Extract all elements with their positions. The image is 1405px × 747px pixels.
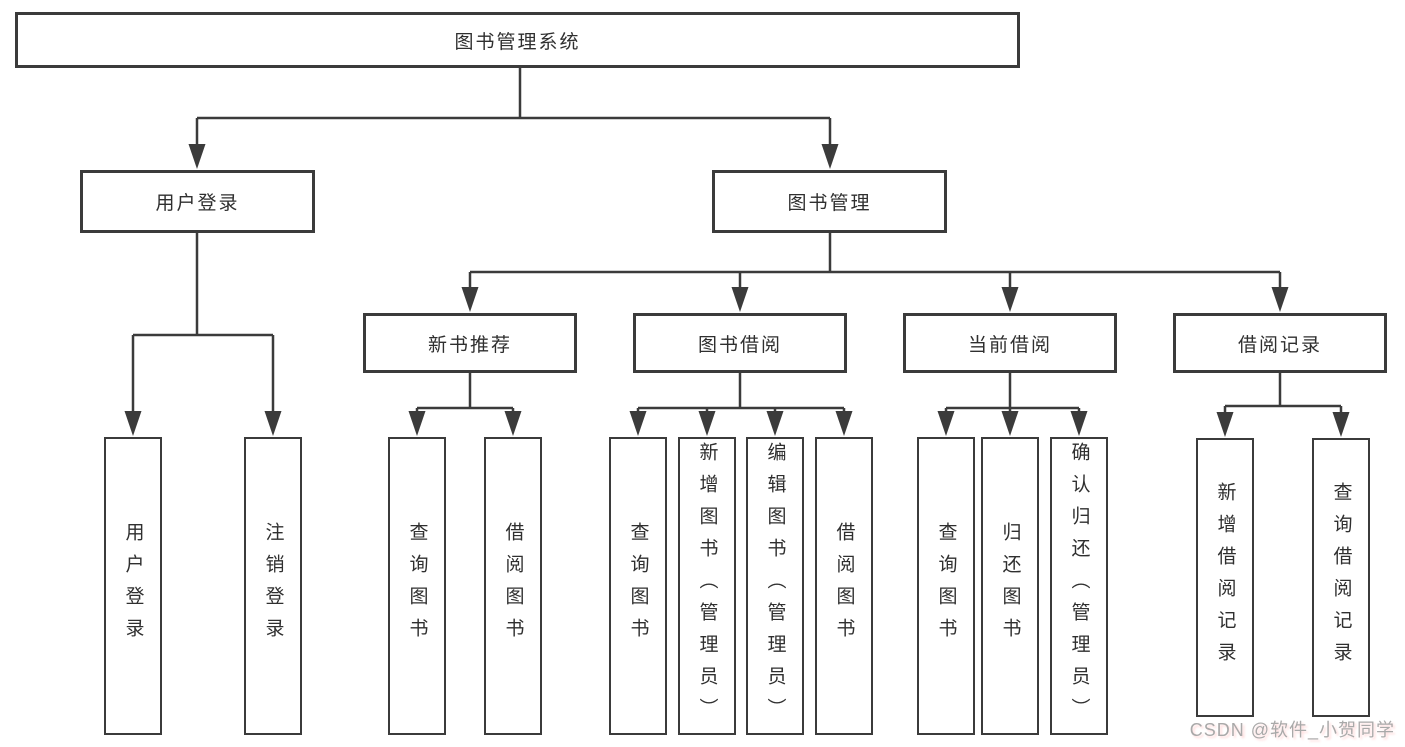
leaf-borrow-book-recommend-label: 借阅图书	[502, 522, 524, 650]
arrowhead-icons	[124, 144, 1350, 437]
leaf-logout-login-label: 注销登录	[262, 522, 284, 650]
leaf-query-borrow-record: 查询借阅记录	[1312, 438, 1370, 717]
leaf-confirm-return-admin-label: 确认归还（管理员）	[1068, 442, 1090, 730]
node-user-login: 用户登录	[80, 170, 315, 233]
leaf-query-book-current: 查询图书	[917, 437, 975, 735]
node-new-book-recommend-label: 新书推荐	[427, 334, 512, 356]
node-book-management-label: 图书管理	[787, 193, 872, 214]
leaf-edit-book-admin-label: 编辑图书（管理员）	[764, 442, 786, 730]
leaf-query-book-recommend: 查询图书	[388, 437, 446, 735]
connector-strokes	[131, 68, 1343, 415]
csdn-watermark: CSDN @软件_小贺同学	[1189, 720, 1395, 740]
leaf-user-login-label: 用户登录	[122, 522, 144, 650]
leaf-borrow-book-label: 借阅图书	[833, 522, 855, 650]
node-current-borrowing: 当前借阅	[903, 313, 1117, 373]
leaf-return-book: 归还图书	[981, 437, 1039, 735]
node-book-borrowing-label: 图书借阅	[697, 334, 782, 356]
leaf-query-book-borrow-label: 查询图书	[627, 522, 649, 650]
node-new-book-recommend: 新书推荐	[363, 313, 577, 373]
leaf-query-book-borrow: 查询图书	[609, 437, 667, 735]
leaf-add-book-admin: 新增图书（管理员）	[678, 437, 736, 735]
leaf-confirm-return-admin: 确认归还（管理员）	[1050, 437, 1108, 735]
leaf-return-book-label: 归还图书	[999, 522, 1021, 650]
leaf-add-borrow-record-label: 新增借阅记录	[1214, 481, 1236, 674]
leaf-borrow-book-recommend: 借阅图书	[484, 437, 542, 735]
leaf-edit-book-admin: 编辑图书（管理员）	[746, 437, 804, 735]
leaf-add-book-admin-label: 新增图书（管理员）	[696, 442, 718, 730]
leaf-user-login: 用户登录	[104, 437, 162, 735]
node-root-label: 图书管理系统	[454, 31, 581, 53]
node-current-borrowing-label: 当前借阅	[967, 334, 1052, 356]
leaf-query-borrow-record-label: 查询借阅记录	[1330, 481, 1352, 674]
leaf-logout-login: 注销登录	[244, 437, 302, 735]
leaf-query-book-recommend-label: 查询图书	[406, 522, 428, 650]
leaf-query-book-current-label: 查询图书	[935, 522, 957, 650]
node-root-library-system: 图书管理系统	[15, 12, 1020, 68]
node-borrow-records: 借阅记录	[1173, 313, 1387, 373]
node-user-login-label: 用户登录	[155, 193, 240, 214]
node-book-management: 图书管理	[712, 170, 947, 233]
node-borrow-records-label: 借阅记录	[1237, 334, 1322, 356]
node-book-borrowing: 图书借阅	[633, 313, 847, 373]
leaf-add-borrow-record: 新增借阅记录	[1196, 438, 1254, 717]
leaf-borrow-book: 借阅图书	[815, 437, 873, 735]
